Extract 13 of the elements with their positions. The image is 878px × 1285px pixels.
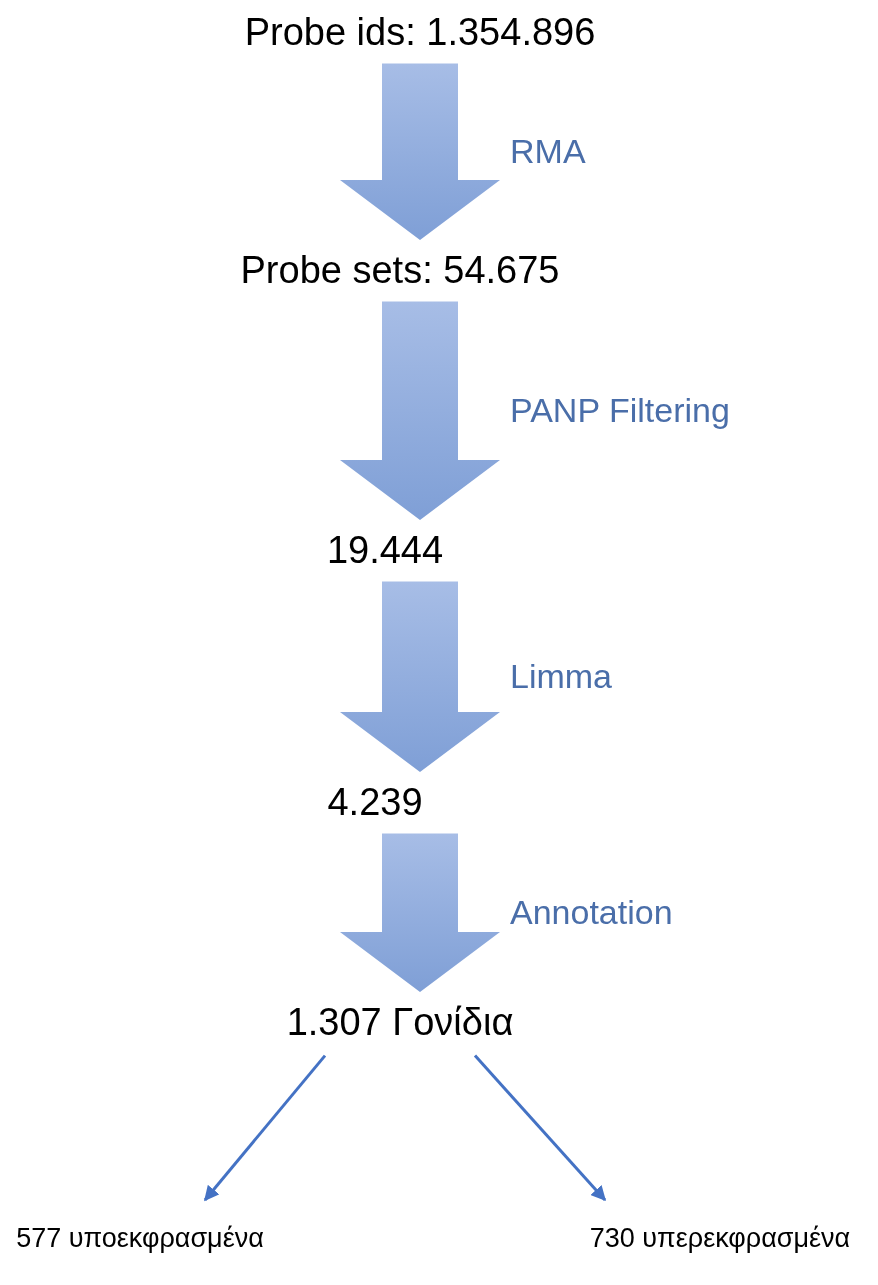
block-arrow (340, 63, 500, 240)
block-arrow (340, 301, 500, 520)
step-text: 19.444 (326, 528, 444, 574)
arrow (473, 1054, 607, 1202)
step-text: 4.239 (327, 780, 423, 826)
block-arrow (340, 833, 500, 992)
step-text: 577 υποεκφρασμένα (16, 1222, 264, 1255)
step-text: 1.307 Γονίδια (286, 1000, 514, 1046)
block-arrow (340, 581, 500, 772)
step-text: Probe ids: 1.354.896 (244, 10, 596, 56)
arrow (203, 1054, 327, 1202)
step-text: Probe sets: 54.675 (240, 248, 560, 294)
step-text: 730 υπερεκφρασμένα (589, 1222, 851, 1255)
